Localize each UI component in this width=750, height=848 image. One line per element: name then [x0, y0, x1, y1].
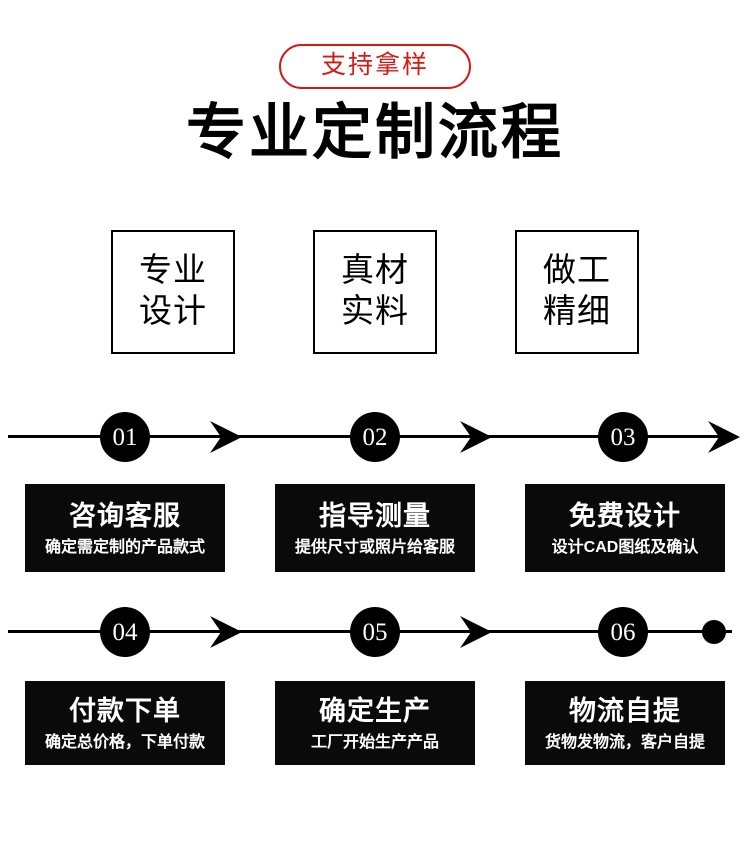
arrow-icon: [208, 418, 248, 456]
timeline-node-02: 02: [350, 412, 400, 462]
timeline-node-04: 04: [100, 607, 150, 657]
step-card-row-1: 咨询客服 确定需定制的产品款式 指导测量 提供尺寸或照片给客服 免费设计 设计C…: [0, 484, 750, 572]
step-card-subtitle: 工厂开始生产产品: [310, 733, 439, 751]
feature-line-2: 精细: [543, 294, 611, 330]
arrow-icon: [458, 613, 498, 651]
arrow-icon: [706, 418, 746, 456]
step-card-subtitle: 提供尺寸或照片给客服: [294, 538, 455, 556]
step-card-subtitle: 货物发物流，客户自提: [544, 733, 705, 751]
feature-box-material: 真材 实料: [313, 230, 437, 354]
step-card-title: 物流自提: [569, 695, 681, 726]
arrow-icon: [458, 418, 498, 456]
step-card-01: 咨询客服 确定需定制的产品款式: [25, 484, 225, 572]
arrow-icon: [208, 613, 248, 651]
step-card-title: 付款下单: [69, 695, 181, 726]
dot-icon: [702, 620, 726, 644]
timeline-node-06: 06: [598, 607, 648, 657]
timeline-row-1: 01 02 03: [0, 409, 750, 465]
timeline-node-03: 03: [598, 412, 648, 462]
feature-line-1: 做工: [543, 253, 611, 289]
step-card-title: 指导测量: [319, 500, 431, 531]
feature-line-1: 真材: [341, 253, 409, 289]
step-card-title: 免费设计: [569, 500, 681, 531]
timeline-node-05: 05: [350, 607, 400, 657]
step-card-subtitle: 确定需定制的产品款式: [44, 538, 205, 556]
step-card-row-2: 付款下单 确定总价格，下单付款 确定生产 工厂开始生产产品 物流自提 货物发物流…: [0, 681, 750, 765]
feature-box-craftsmanship: 做工 精细: [515, 230, 639, 354]
feature-line-2: 实料: [341, 294, 409, 330]
feature-box-group: 专业 设计 真材 实料 做工 精细: [0, 230, 750, 354]
step-card-03: 免费设计 设计CAD图纸及确认: [525, 484, 725, 572]
feature-line-2: 设计: [139, 294, 207, 330]
page-title: 专业定制流程: [186, 99, 564, 166]
timeline-row-2: 04 05 06: [0, 604, 750, 660]
timeline-node-01: 01: [100, 412, 150, 462]
step-card-06: 物流自提 货物发物流，客户自提: [525, 681, 725, 765]
step-card-05: 确定生产 工厂开始生产产品: [275, 681, 475, 765]
step-card-04: 付款下单 确定总价格，下单付款: [25, 681, 225, 765]
step-card-subtitle: 确定总价格，下单付款: [44, 733, 205, 751]
step-card-subtitle: 设计CAD图纸及确认: [551, 538, 699, 556]
step-card-title: 确定生产: [319, 695, 431, 726]
step-card-title: 咨询客服: [69, 500, 181, 531]
feature-line-1: 专业: [139, 253, 207, 289]
step-card-02: 指导测量 提供尺寸或照片给客服: [275, 484, 475, 572]
feature-box-design: 专业 设计: [111, 230, 235, 354]
sample-badge-container: 支持拿样: [0, 44, 750, 89]
sample-badge: 支持拿样: [278, 44, 471, 89]
